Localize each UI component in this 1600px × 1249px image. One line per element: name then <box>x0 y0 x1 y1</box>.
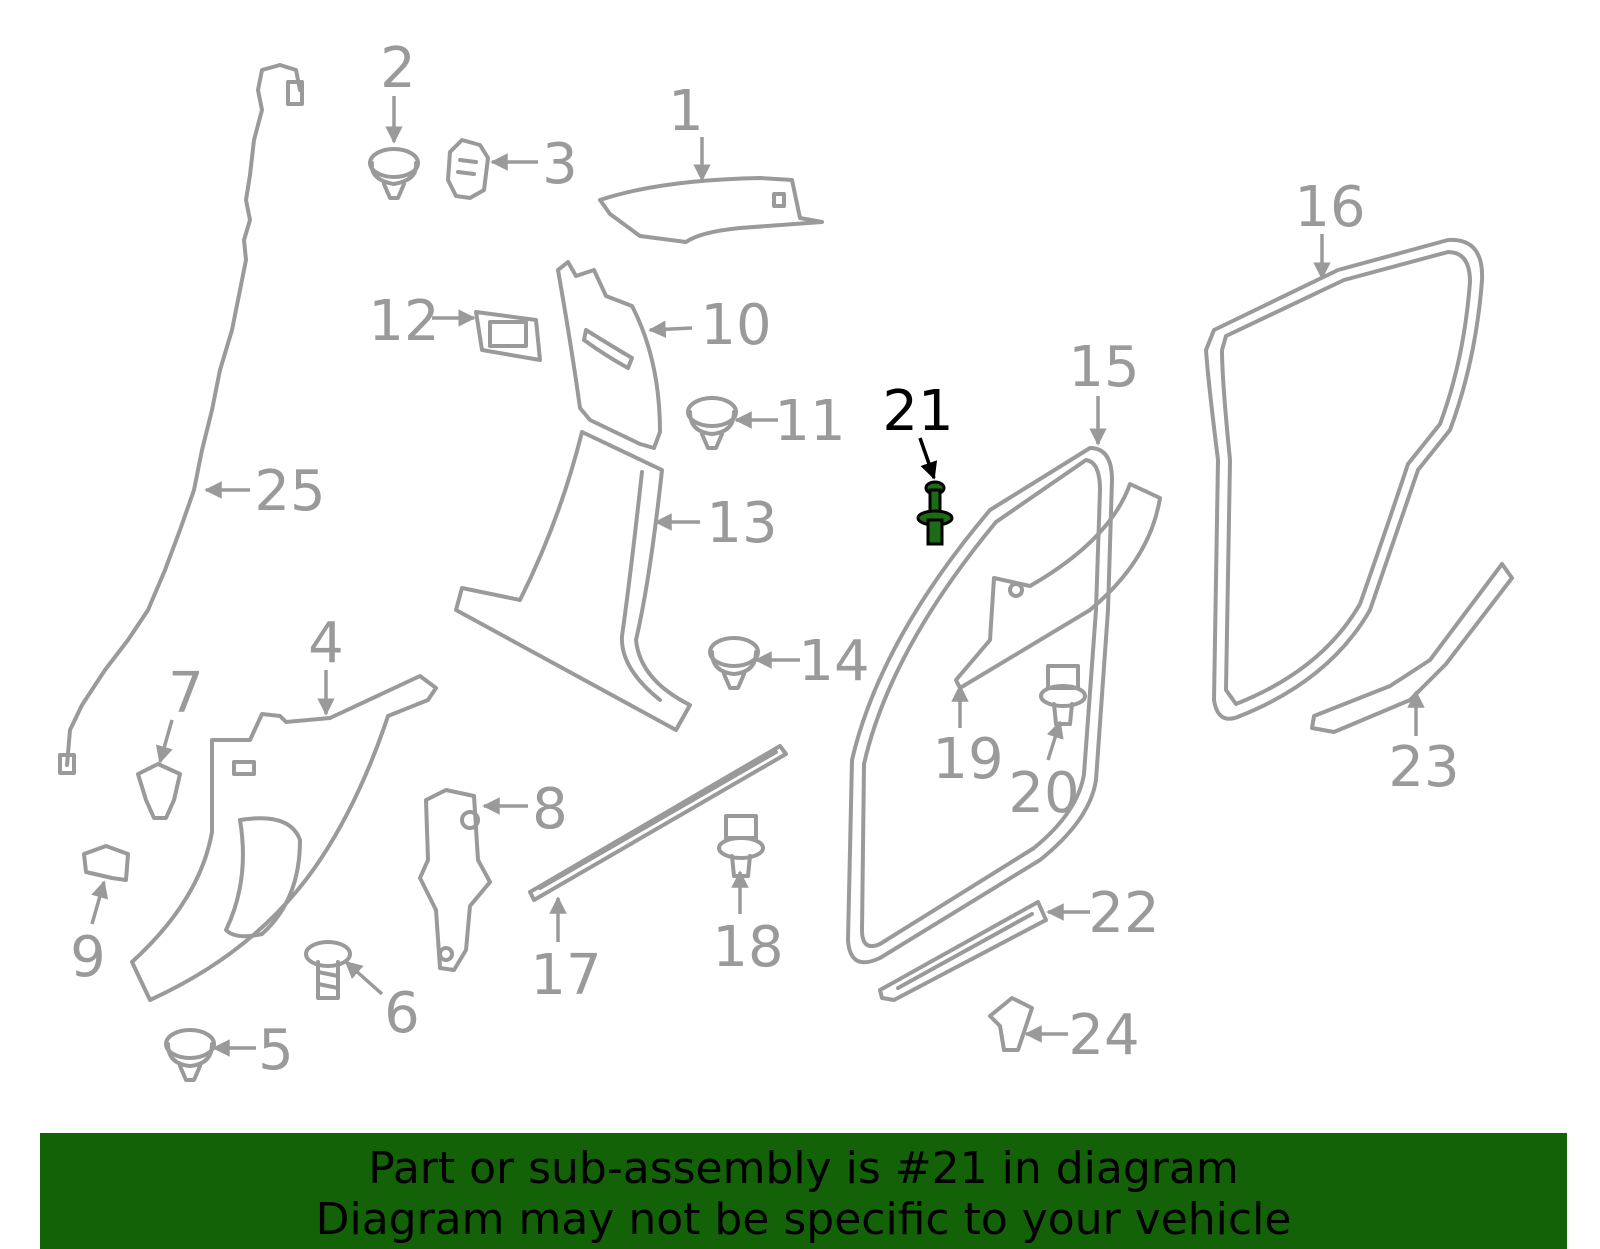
callout-18: 18 <box>712 915 783 980</box>
part-6-screw <box>304 940 352 1000</box>
part-18-clip <box>717 814 765 878</box>
callout-1: 1 <box>668 79 704 144</box>
part-19-trim-strip <box>954 482 1162 690</box>
part-25-wiring-harness <box>58 63 304 775</box>
callout-23: 23 <box>1388 735 1459 800</box>
callout-10: 10 <box>700 293 771 358</box>
callout-7: 7 <box>168 661 204 726</box>
part-12-grille <box>474 310 542 362</box>
part-14-clip <box>708 636 760 690</box>
callout-12: 12 <box>368 289 439 354</box>
part-21-bolt <box>916 480 954 546</box>
part-22-scuff-plate <box>878 900 1048 1002</box>
callout-2: 2 <box>380 36 416 101</box>
banner-line-1: Part or sub-assembly is #21 in diagram <box>368 1143 1239 1194</box>
part-9-retainer <box>82 844 130 882</box>
part-10-pillar-upper <box>556 260 662 450</box>
callout-24: 24 <box>1068 1003 1139 1068</box>
callout-3: 3 <box>542 132 578 197</box>
callout-25: 25 <box>254 459 325 524</box>
callout-17: 17 <box>530 943 601 1008</box>
callout-5: 5 <box>258 1018 294 1083</box>
callout-21: 21 <box>882 379 953 444</box>
part-4-quarter-trim <box>130 674 438 1002</box>
callout-6: 6 <box>384 981 420 1046</box>
callout-16: 16 <box>1294 175 1365 240</box>
part-17-sill-strip <box>528 744 788 902</box>
part-8-bracket <box>418 788 492 972</box>
callout-20: 20 <box>1008 761 1079 826</box>
part-13-pillar-lower <box>454 430 692 732</box>
callouts: 1 2 3 4 5 6 7 8 9 10 11 12 13 14 15 16 1 <box>70 36 1459 1083</box>
part-24-clip <box>988 996 1034 1052</box>
callout-11: 11 <box>774 389 845 454</box>
callout-4: 4 <box>308 611 344 676</box>
callout-19: 19 <box>932 727 1003 792</box>
callout-15: 15 <box>1068 335 1139 400</box>
callout-8: 8 <box>532 777 568 842</box>
part-11-clip <box>686 396 738 450</box>
parts-diagram: 1 2 3 4 5 6 7 8 9 10 11 12 13 14 15 16 1 <box>58 36 1514 1083</box>
banner-line-2: Diagram may not be specific to your vehi… <box>315 1194 1292 1245</box>
part-15-door-seal <box>846 446 1114 965</box>
part-2-clip <box>368 147 420 200</box>
callout-13: 13 <box>706 491 777 556</box>
part-1-upper-trim <box>598 176 824 244</box>
part-16-front-seal <box>1204 237 1485 721</box>
part-5-clip <box>164 1028 216 1082</box>
info-banner: Part or sub-assembly is #21 in diagram D… <box>40 1133 1567 1249</box>
callout-9: 9 <box>70 925 106 990</box>
part-20-clip <box>1039 664 1087 726</box>
callout-14: 14 <box>798 629 869 694</box>
part-7-clip-nut <box>136 762 182 820</box>
callout-22: 22 <box>1088 881 1159 946</box>
part-3-bracket <box>446 138 490 200</box>
part-23-sill-trim <box>1310 562 1514 734</box>
